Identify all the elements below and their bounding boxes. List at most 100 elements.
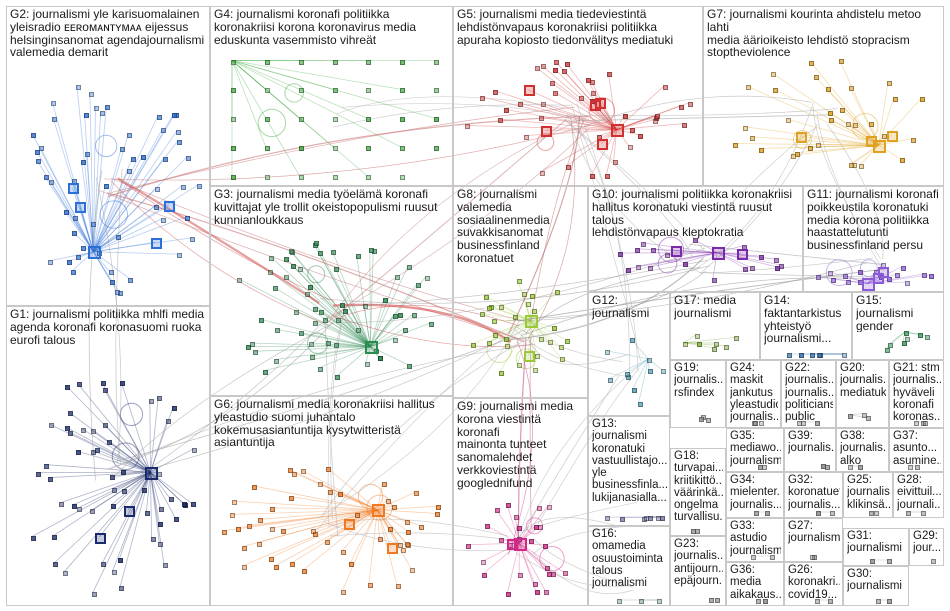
network-node[interactable] xyxy=(656,516,662,522)
network-node[interactable] xyxy=(231,117,236,123)
network-node[interactable] xyxy=(795,151,801,157)
network-node[interactable] xyxy=(141,487,147,493)
network-node[interactable] xyxy=(290,562,296,568)
network-node[interactable] xyxy=(94,105,100,111)
network-node[interactable] xyxy=(841,353,847,358)
hub-node[interactable] xyxy=(590,99,602,111)
network-node[interactable] xyxy=(929,273,935,279)
network-node[interactable] xyxy=(419,524,425,530)
network-node[interactable] xyxy=(709,597,714,603)
network-node[interactable] xyxy=(161,128,167,134)
network-node[interactable] xyxy=(605,516,611,522)
network-node[interactable] xyxy=(355,254,361,260)
network-node[interactable] xyxy=(869,122,875,128)
network-node[interactable] xyxy=(400,88,406,94)
network-node[interactable] xyxy=(407,264,413,270)
network-node[interactable] xyxy=(127,132,133,138)
network-node[interactable] xyxy=(231,88,236,94)
network-node[interactable] xyxy=(434,117,439,123)
network-node[interactable] xyxy=(882,134,888,140)
network-node[interactable] xyxy=(47,259,53,265)
hub-node[interactable] xyxy=(164,200,176,212)
network-node[interactable] xyxy=(429,321,435,327)
network-node[interactable] xyxy=(141,154,147,160)
network-node[interactable] xyxy=(465,124,471,130)
network-node[interactable] xyxy=(197,183,203,189)
network-node[interactable] xyxy=(406,529,411,535)
network-node[interactable] xyxy=(52,534,58,540)
network-node[interactable] xyxy=(73,216,79,222)
network-node[interactable] xyxy=(886,276,892,282)
network-node[interactable] xyxy=(558,345,564,351)
network-node[interactable] xyxy=(292,471,298,477)
network-node[interactable] xyxy=(745,84,751,90)
network-node[interactable] xyxy=(579,95,585,101)
network-node[interactable] xyxy=(131,157,137,163)
network-node[interactable] xyxy=(925,334,931,340)
network-node[interactable] xyxy=(236,526,242,532)
network-node[interactable] xyxy=(647,357,653,363)
network-node[interactable] xyxy=(47,476,53,482)
hub-node[interactable] xyxy=(75,202,87,214)
network-node[interactable] xyxy=(176,129,182,135)
network-node[interactable] xyxy=(298,266,304,272)
hub-node[interactable] xyxy=(524,85,536,97)
network-node[interactable] xyxy=(660,368,666,374)
network-node[interactable] xyxy=(764,511,770,516)
network-node[interactable] xyxy=(378,356,384,362)
network-node[interactable] xyxy=(641,516,647,522)
hub-node[interactable] xyxy=(524,315,538,329)
network-node[interactable] xyxy=(921,511,927,516)
network-node[interactable] xyxy=(290,249,296,255)
network-node[interactable] xyxy=(334,342,340,348)
network-node[interactable] xyxy=(367,583,373,589)
network-node[interactable] xyxy=(564,61,570,67)
network-node[interactable] xyxy=(274,358,280,364)
network-node[interactable] xyxy=(711,277,717,283)
network-node[interactable] xyxy=(368,247,374,253)
network-node[interactable] xyxy=(158,542,164,548)
network-node[interactable] xyxy=(245,345,251,351)
network-node[interactable] xyxy=(337,492,343,498)
network-node[interactable] xyxy=(110,503,116,509)
network-node[interactable] xyxy=(481,573,487,579)
hub-node[interactable] xyxy=(796,132,808,144)
network-node[interactable] xyxy=(400,117,406,123)
network-node[interactable] xyxy=(758,255,764,261)
network-node[interactable] xyxy=(694,334,700,339)
network-node[interactable] xyxy=(480,312,486,318)
network-node[interactable] xyxy=(848,465,854,470)
network-node[interactable] xyxy=(625,372,631,378)
network-node[interactable] xyxy=(288,249,294,255)
network-node[interactable] xyxy=(294,309,300,315)
network-node[interactable] xyxy=(325,340,331,346)
network-node[interactable] xyxy=(190,236,196,242)
network-node[interactable] xyxy=(145,510,151,516)
network-node[interactable] xyxy=(810,353,816,358)
network-node[interactable] xyxy=(829,511,835,516)
network-node[interactable] xyxy=(813,74,819,80)
network-node[interactable] xyxy=(506,503,512,509)
network-node[interactable] xyxy=(900,265,906,271)
network-node[interactable] xyxy=(404,520,410,526)
network-node[interactable] xyxy=(894,273,900,279)
network-node[interactable] xyxy=(540,64,546,70)
network-node[interactable] xyxy=(743,125,749,131)
network-node[interactable] xyxy=(332,117,338,123)
network-node[interactable] xyxy=(665,253,671,259)
network-node[interactable] xyxy=(332,146,338,152)
network-node[interactable] xyxy=(723,344,729,350)
hub-node[interactable] xyxy=(861,278,875,291)
network-node[interactable] xyxy=(693,238,699,244)
network-node[interactable] xyxy=(289,495,295,501)
network-node[interactable] xyxy=(562,571,568,577)
network-node[interactable] xyxy=(340,549,346,555)
network-node[interactable] xyxy=(481,560,487,566)
network-node[interactable] xyxy=(647,516,653,522)
network-node[interactable] xyxy=(753,421,759,426)
network-node[interactable] xyxy=(105,104,111,110)
network-node[interactable] xyxy=(757,465,763,470)
network-node[interactable] xyxy=(326,467,332,472)
network-node[interactable] xyxy=(484,295,490,301)
network-node[interactable] xyxy=(412,312,418,318)
